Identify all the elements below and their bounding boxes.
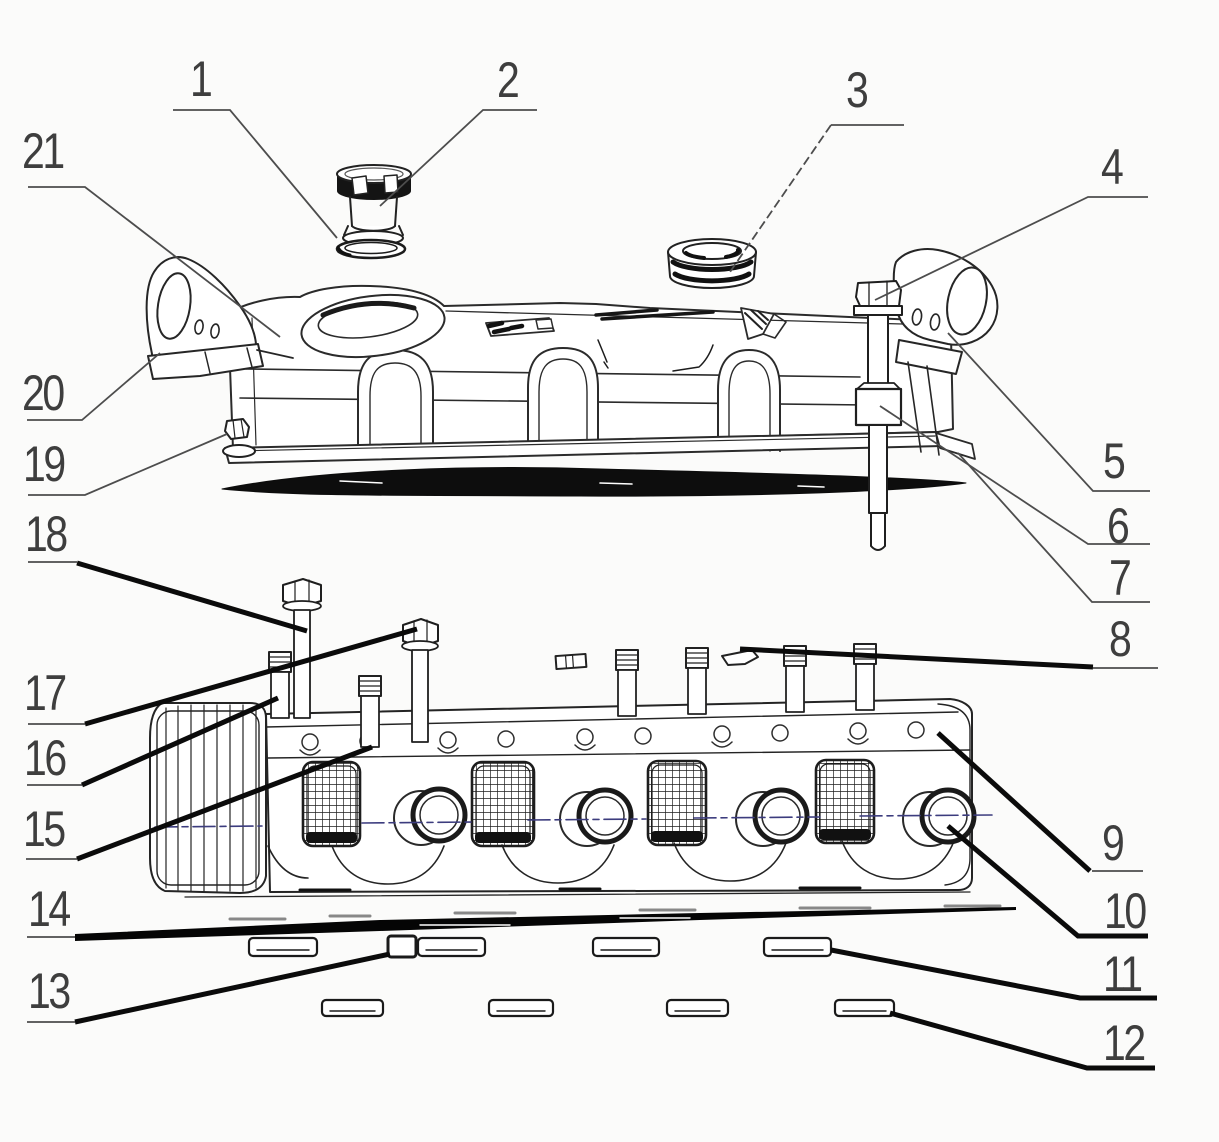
oil-filler-cap (336, 164, 412, 246)
callout-label-4: 4 (1101, 139, 1124, 195)
round-ports (393, 786, 977, 847)
leader-lines-thin (26, 109, 1158, 1023)
cylinder-head-drawing (75, 578, 1016, 1018)
seal-strips-row2 (320, 998, 896, 1018)
bolt-sleeve (854, 387, 903, 427)
leader-lines-thick (74, 560, 1157, 1071)
cover-gasket (221, 467, 967, 497)
port-centerlines (154, 814, 993, 828)
ridge-hatch-detail (740, 307, 787, 340)
callout-label-10: 10 (1104, 883, 1147, 939)
leader-15 (76, 744, 373, 862)
leader-11 (830, 947, 1157, 1001)
cap-gasket (335, 238, 407, 260)
callout-label-7: 7 (1109, 550, 1132, 606)
callout-label-19: 19 (23, 436, 66, 492)
head-gasket (75, 904, 1016, 941)
leader-2 (379, 109, 537, 207)
callout-label-17: 17 (24, 665, 67, 721)
deck-clip (721, 649, 759, 666)
leader-13 (74, 951, 391, 1025)
leader-6 (879, 405, 1150, 545)
head-bolt-17 (401, 618, 439, 743)
leader-12 (889, 1010, 1155, 1071)
leader-21 (28, 186, 281, 338)
head-studs (268, 643, 877, 748)
callout-label-6: 6 (1107, 498, 1130, 554)
leader-17 (84, 626, 418, 727)
callout-label-15: 15 (23, 801, 66, 857)
valve-cover-drawing (145, 164, 999, 551)
callout-label-8: 8 (1109, 611, 1132, 667)
leader-18 (76, 560, 308, 634)
right-mount-bracket (892, 248, 999, 456)
loose-dowel (554, 652, 588, 671)
callout-label-13: 13 (28, 963, 71, 1019)
callout-label-14: 14 (28, 881, 71, 937)
water-jacket-pockets (267, 840, 955, 885)
surface-detail-lines (597, 339, 714, 372)
seal-square (386, 934, 418, 959)
leader-1 (173, 109, 338, 239)
callout-label-21: 21 (22, 123, 65, 179)
cover-arches (357, 347, 781, 452)
bracket-bolt (853, 280, 903, 551)
leader-4 (874, 196, 1148, 301)
left-mount-bracket (145, 256, 294, 380)
callout-label-16: 16 (24, 730, 67, 786)
grommet-seal (667, 238, 757, 289)
callout-label-12: 12 (1103, 1015, 1146, 1071)
leader-7 (957, 452, 1150, 603)
callout-label-3: 3 (846, 62, 869, 118)
breather-bracket (485, 317, 555, 337)
seal-strips-row1 (247, 934, 833, 959)
callout-label-11: 11 (1103, 946, 1143, 1002)
callout-label-1: 1 (190, 51, 213, 107)
hatched-ports (301, 758, 876, 848)
head-end-cap (149, 702, 267, 894)
leader-3 (729, 124, 832, 273)
leader-19 (28, 433, 228, 496)
callout-label-5: 5 (1103, 433, 1126, 489)
callout-label-9: 9 (1102, 815, 1125, 871)
callout-label-2: 2 (497, 52, 520, 108)
leader-8 (739, 646, 1094, 670)
leader-16 (80, 695, 280, 788)
callout-label-18: 18 (25, 506, 68, 562)
leader-9 (936, 731, 1092, 873)
filler-dome (300, 293, 446, 359)
leader-20 (27, 352, 161, 421)
callout-label-20: 20 (22, 365, 65, 421)
leader-10 (946, 824, 1148, 939)
leader-5 (947, 332, 1150, 492)
flange-bolt (222, 418, 256, 458)
